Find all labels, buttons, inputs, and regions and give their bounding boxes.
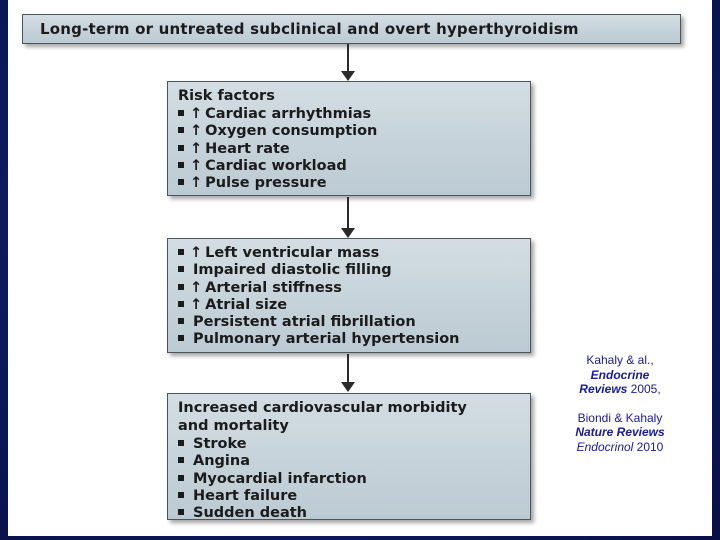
- bullet-icon: [178, 318, 184, 325]
- connector-line-3: [347, 354, 349, 383]
- citation-ref1-authors: Kahaly & al.,: [586, 353, 654, 367]
- up-arrow-icon: ↑: [190, 140, 203, 157]
- list-item: Angina: [178, 453, 520, 470]
- list-item-text: Heart failure: [193, 487, 298, 504]
- citation-ref2-journal: Nature Reviews: [575, 425, 665, 439]
- list-item-text: Arterial stiffness: [205, 279, 342, 296]
- bullet-icon: [178, 440, 184, 446]
- up-arrow-icon: ↑: [190, 175, 203, 192]
- list-item: Impaired diastolic filling: [178, 262, 520, 279]
- bullet-icon: [178, 283, 184, 290]
- arrow-down-icon: [341, 71, 355, 81]
- list-item: ↑Cardiac workload: [178, 158, 520, 175]
- box-heading-line2: and mortality: [178, 418, 289, 434]
- up-arrow-icon: ↑: [190, 245, 203, 261]
- top-box: Long-term or untreated subclinical and o…: [22, 14, 681, 44]
- list-item: ↑Heart rate: [178, 141, 520, 158]
- slide-panel: Long-term or untreated subclinical and o…: [8, 0, 712, 536]
- cardiac-changes-box: ↑Left ventricular mass Impaired diastoli…: [167, 238, 531, 353]
- citation-spacer: [561, 397, 679, 411]
- box-heading-line1: Increased cardiovascular morbidity: [178, 400, 467, 416]
- list-item: Stroke: [178, 436, 520, 453]
- list-item: Myocardial infarction: [178, 471, 520, 488]
- bullet-icon: [178, 144, 184, 151]
- bullet-icon: [178, 335, 184, 342]
- list-item: ↑Atrial size: [178, 297, 520, 314]
- citation-ref1-year: 2005,: [627, 382, 661, 396]
- citation: Kahaly & al., Endocrine Reviews 2005, Bi…: [561, 353, 679, 454]
- list-item: Persistent atrial fibrillation: [178, 314, 520, 331]
- list-item-text: Cardiac arrhythmias: [205, 106, 372, 122]
- arrow-down-icon: [341, 228, 355, 238]
- list-item-text: Stroke: [193, 436, 247, 452]
- list-item-text: Persistent atrial fibrillation: [193, 314, 416, 331]
- list-item-text: Angina: [193, 453, 251, 470]
- list-item-text: Oxygen consumption: [205, 123, 378, 140]
- list-item-text: Pulse pressure: [205, 175, 327, 192]
- citation-ref1-journal: Endocrine: [590, 367, 650, 382]
- bullet-icon: [178, 161, 184, 168]
- bullet-icon: [178, 179, 184, 186]
- citation-ref2-journal-cont: Endocrinol: [576, 439, 634, 454]
- bullet-icon: [178, 300, 184, 307]
- list-item: Pulmonary arterial hypertension: [178, 331, 520, 348]
- list-item-text: Left ventricular mass: [205, 245, 380, 261]
- up-arrow-icon: ↑: [190, 106, 203, 122]
- top-box-text: Long-term or untreated subclinical and o…: [40, 20, 579, 38]
- bullet-icon: [178, 457, 184, 464]
- connector-line-2: [347, 197, 349, 229]
- bullet-icon: [178, 249, 184, 255]
- list-item-text: Myocardial infarction: [193, 470, 367, 487]
- list-item-text: Sudden death: [193, 505, 307, 522]
- risk-factors-box: Risk factors ↑Cardiac arrhythmias ↑Oxyge…: [167, 81, 531, 196]
- list-item-text: Impaired diastolic filling: [193, 262, 392, 279]
- list-item: ↑Pulse pressure: [178, 175, 520, 192]
- bullet-icon: [178, 474, 184, 481]
- list-item: ↑Left ventricular mass: [178, 245, 520, 262]
- list-item: ↑Cardiac arrhythmias: [178, 106, 520, 123]
- arrow-down-icon: [341, 382, 355, 392]
- list-item: ↑Arterial stiffness: [178, 280, 520, 297]
- list-item-text: Atrial size: [205, 296, 288, 313]
- connector-line-1: [347, 44, 349, 72]
- outcomes-box: Increased cardiovascular morbidity and m…: [167, 393, 531, 522]
- bullet-icon: [178, 509, 184, 516]
- list-item-text: Heart rate: [205, 140, 290, 157]
- bullet-icon: [178, 491, 184, 498]
- bullet-icon: [178, 127, 184, 134]
- up-arrow-icon: ↑: [190, 123, 203, 140]
- up-arrow-icon: ↑: [190, 296, 203, 313]
- list-item-text: Pulmonary arterial hypertension: [193, 331, 460, 348]
- bullet-icon: [178, 110, 184, 116]
- citation-ref2-year: 2010: [633, 439, 664, 454]
- list-item: Sudden death: [178, 505, 520, 522]
- citation-ref1-journal-cont: Reviews: [579, 382, 628, 396]
- citation-ref2-authors: Biondi & Kahaly: [577, 410, 663, 425]
- up-arrow-icon: ↑: [190, 157, 203, 174]
- bullet-icon: [178, 266, 184, 273]
- up-arrow-icon: ↑: [190, 279, 203, 296]
- list-item: Heart failure: [178, 488, 520, 505]
- box-heading: Risk factors: [178, 88, 275, 104]
- list-item-text: Cardiac workload: [205, 157, 347, 174]
- list-item: ↑Oxygen consumption: [178, 123, 520, 140]
